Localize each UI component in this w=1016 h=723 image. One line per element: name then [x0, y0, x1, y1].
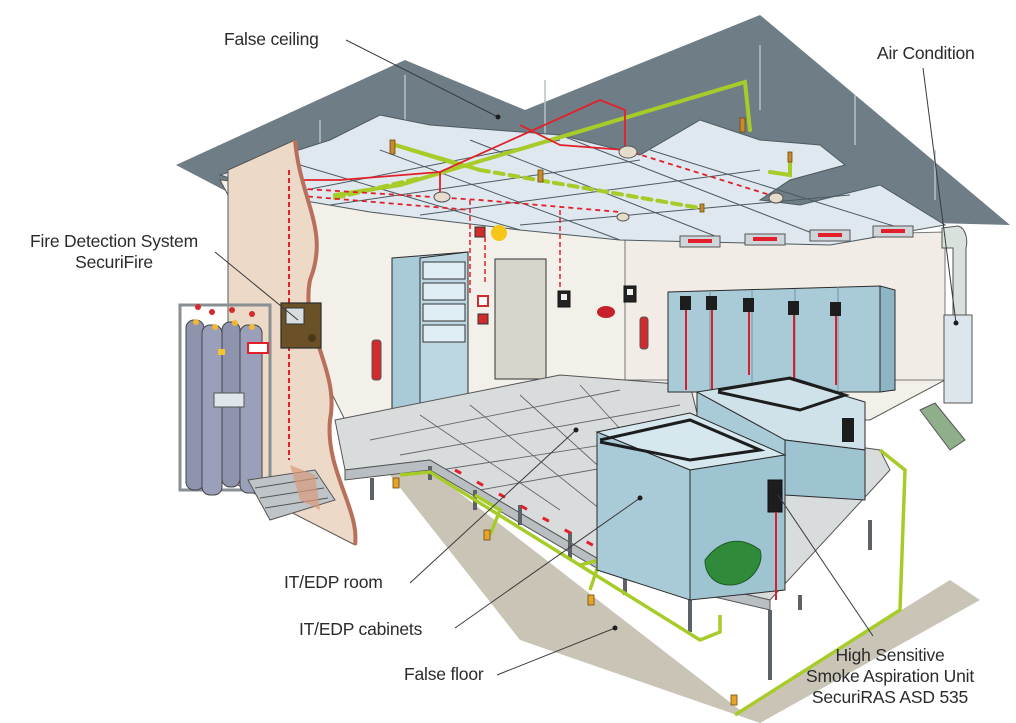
label-it-edp-cabinets: IT/EDP cabinets: [299, 619, 423, 639]
label-false-ceiling: False ceiling: [224, 29, 319, 49]
telephone-icon: [597, 306, 615, 318]
wall-detectors: [557, 285, 637, 318]
fire-detection-panel: [280, 302, 322, 349]
label-asd-line2: Smoke Aspiration Unit: [806, 666, 974, 686]
label-fire-detection-line2: SecuriFire: [75, 252, 153, 272]
ceiling-detection-wiring: [289, 99, 771, 213]
label-asd-line3: SecuriRAS ASD 535: [811, 687, 969, 707]
floor-detection-wiring: [454, 468, 621, 562]
label-it-edp-room: IT/EDP room: [284, 572, 383, 592]
ceiling-lights: [679, 225, 914, 248]
ceiling-smoke-detectors: [433, 145, 784, 222]
label-fire-detection-line1: Fire Detection System: [30, 231, 198, 251]
label-asd-line1: High Sensitive: [835, 645, 945, 665]
extinguishing-gas-cylinders: [178, 303, 272, 496]
leader-lines: [214, 39, 957, 676]
gas-manifold: [247, 465, 336, 521]
ceiling-sampling-points: [389, 117, 793, 213]
cabinet-row-front: [595, 412, 787, 601]
door: [494, 258, 547, 380]
label-air-condition: Air Condition: [877, 43, 975, 63]
alarm-devices: [474, 225, 507, 325]
alarm-wiring: [469, 200, 561, 296]
label-fire-detection-system: Fire Detection System SecuriFire: [4, 231, 224, 273]
cabinet-row-back: [667, 285, 896, 393]
ceiling-grid: [279, 134, 901, 241]
leader-dots: [495, 114, 959, 631]
ceiling-aspiration-pipe: [333, 79, 792, 210]
server-rack: [391, 251, 469, 421]
underfloor-sampling-points: [392, 477, 738, 706]
air-conditioning-unit: [919, 225, 973, 451]
subfloor-base: [390, 470, 980, 723]
fire-extinguishers: [371, 316, 649, 381]
label-smoke-aspiration-unit: High Sensitive Smoke Aspiration Unit Sec…: [780, 645, 1000, 708]
label-false-floor: False floor: [404, 664, 484, 684]
